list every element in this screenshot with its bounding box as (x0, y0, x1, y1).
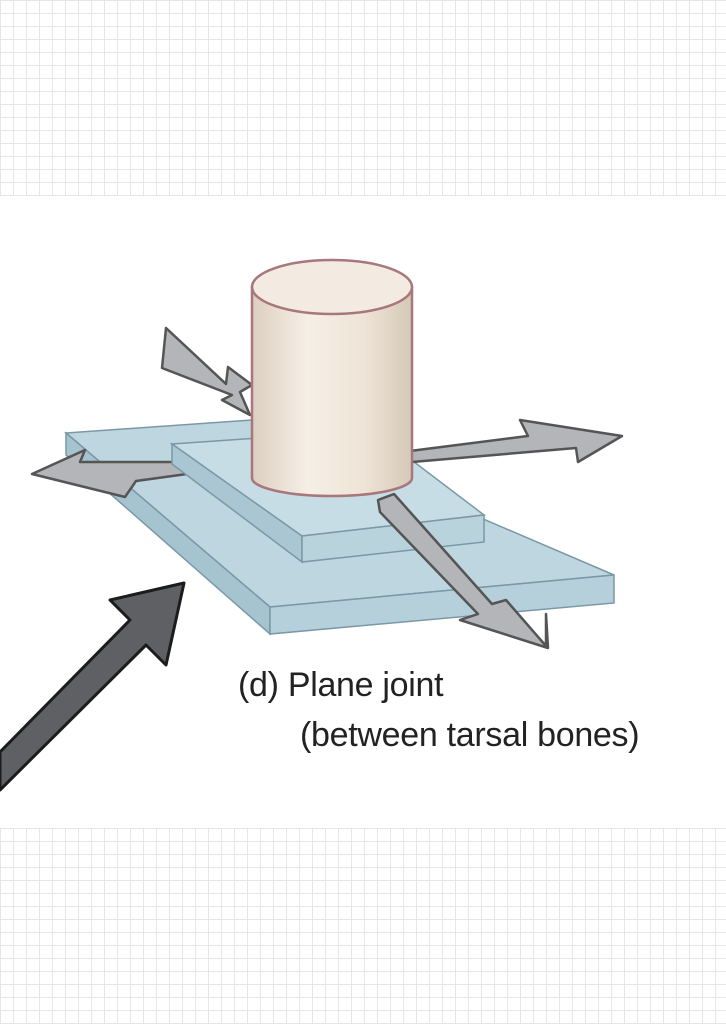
figure-caption: (d) Plane joint (between tarsal bones) (238, 660, 640, 760)
movement-arrow-right (408, 418, 624, 464)
movement-arrow-back-left (160, 326, 254, 417)
grid-background-bottom (0, 828, 726, 1024)
pointer-arrow (0, 581, 186, 792)
movement-arrow-forward-right (376, 492, 550, 650)
cylinder-bone (250, 258, 414, 498)
caption-label: (d) (238, 666, 279, 704)
caption-title-line: (d) Plane joint (238, 660, 639, 710)
caption-title: Plane joint (287, 666, 444, 704)
grid-background-top (0, 0, 726, 196)
caption-subtitle: (between tarsal bones) (300, 716, 640, 754)
